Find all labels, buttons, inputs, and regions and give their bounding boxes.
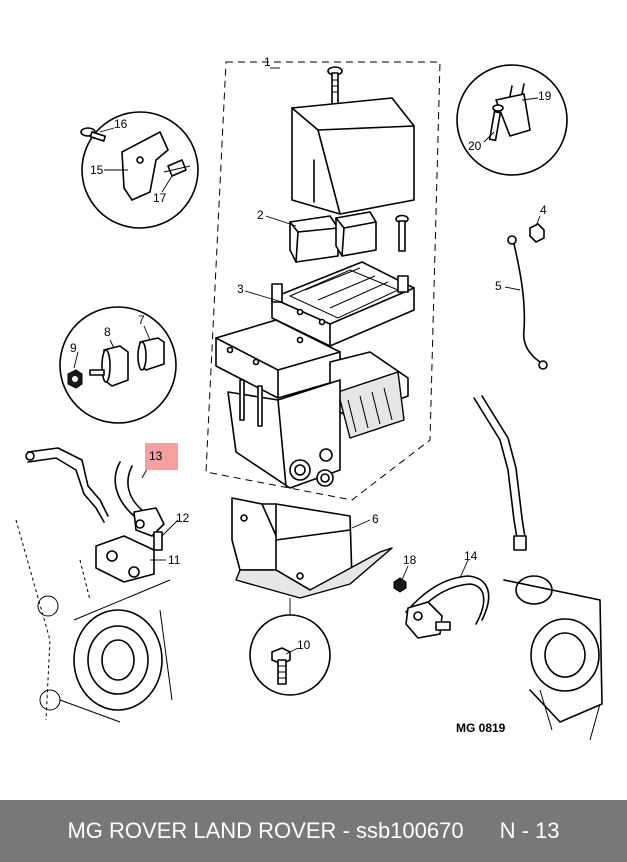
ecu-cover bbox=[291, 97, 415, 215]
front-hub-left bbox=[15, 447, 173, 723]
bolt-top bbox=[327, 66, 343, 108]
callout-4: 4 bbox=[540, 203, 547, 217]
callout-1: 1 bbox=[264, 55, 271, 69]
callout-16: 16 bbox=[114, 117, 128, 131]
callout-17: 17 bbox=[153, 191, 167, 205]
callout-18: 18 bbox=[403, 553, 417, 567]
callout-14: 14 bbox=[464, 549, 478, 563]
relay-base bbox=[271, 261, 415, 347]
callout-12: 12 bbox=[176, 511, 190, 525]
detail-circle-bracket bbox=[80, 111, 199, 229]
exploded-parts-diagram: 1 2 3 4 5 6 7 8 9 10 11 12 13 14 15 16 1… bbox=[15, 55, 603, 741]
callout-7: 7 bbox=[138, 313, 145, 327]
detail-circle-clip bbox=[456, 64, 568, 176]
detail-circle-bush bbox=[59, 306, 177, 424]
footer-page: N - 13 bbox=[499, 818, 560, 843]
callout-5: 5 bbox=[495, 279, 502, 293]
callout-10: 10 bbox=[297, 638, 311, 652]
earth-cable bbox=[507, 223, 548, 370]
relay-bolt bbox=[395, 214, 409, 252]
callout-13: 13 bbox=[149, 449, 163, 463]
leader-lines bbox=[73, 67, 541, 655]
footer-bar: MG ROVER LAND ROVER - ssb100670 N - 13 bbox=[0, 800, 627, 862]
callout-6: 6 bbox=[372, 512, 379, 526]
callout-20: 20 bbox=[468, 139, 482, 153]
callout-15: 15 bbox=[90, 163, 104, 177]
assembly-outline-1 bbox=[205, 61, 441, 501]
callout-9: 9 bbox=[70, 341, 77, 355]
footer-title: MG ROVER LAND ROVER - ssb100670 bbox=[67, 818, 464, 843]
figure-code: MG 0819 bbox=[456, 721, 506, 735]
highlight-box-13 bbox=[145, 443, 178, 470]
hydraulic-modulator bbox=[215, 319, 409, 489]
mounting-bracket bbox=[231, 497, 393, 599]
detail-circle-bolt bbox=[249, 598, 331, 696]
callout-11: 11 bbox=[168, 553, 181, 567]
callout-19: 19 bbox=[538, 89, 552, 103]
front-hub-right bbox=[393, 395, 603, 741]
callout-8: 8 bbox=[104, 325, 111, 339]
callout-2: 2 bbox=[257, 208, 264, 222]
relays bbox=[289, 211, 377, 263]
callout-3: 3 bbox=[237, 282, 244, 296]
